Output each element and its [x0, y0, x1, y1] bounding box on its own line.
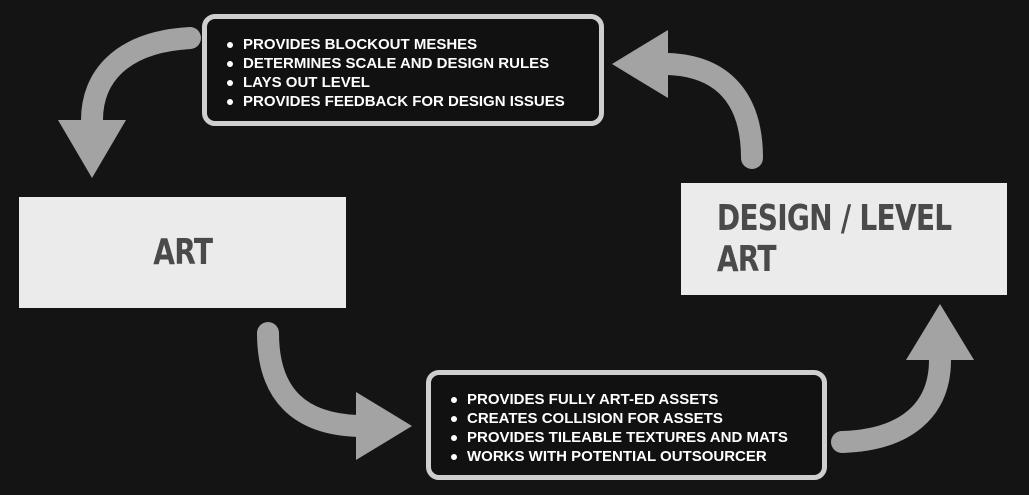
list-item: WORKS WITH POTENTIAL OUTSOURCER [449, 447, 812, 466]
list-item: LAYS OUT LEVEL [225, 73, 589, 92]
art-node-label: ART [153, 232, 213, 273]
list-item: PROVIDES FEEDBACK FOR DESIGN ISSUES [225, 92, 589, 111]
list-item: DETERMINES SCALE AND DESIGN RULES [225, 54, 589, 73]
arrow-to-top-note [612, 30, 763, 169]
arrow-to-bottom-note [257, 322, 412, 460]
list-item: PROVIDES FULLY ART-ED ASSETS [449, 390, 812, 409]
design-to-art-note: PROVIDES BLOCKOUT MESHES DETERMINES SCAL… [202, 14, 604, 126]
list-item: PROVIDES BLOCKOUT MESHES [225, 35, 589, 54]
list-item: PROVIDES TILEABLE TEXTURES AND MATS [449, 428, 812, 447]
design-node-label: DESIGN / LEVEL ART [716, 198, 952, 280]
list-item: CREATES COLLISION FOR ASSETS [449, 409, 812, 428]
arrow-to-bottom-note-shaft [257, 322, 369, 437]
art-to-design-note: PROVIDES FULLY ART-ED ASSETS CREATES COL… [426, 370, 827, 480]
arrow-to-art [58, 27, 201, 178]
arrow-to-design-head [906, 304, 974, 360]
art-to-design-list: PROVIDES FULLY ART-ED ASSETS CREATES COL… [449, 390, 812, 466]
art-node: ART [19, 197, 346, 308]
arrow-to-design-shaft [831, 349, 951, 453]
arrow-to-top-note-head [612, 30, 668, 98]
arrow-to-design [831, 304, 974, 453]
arrow-to-bottom-note-head [356, 392, 412, 460]
arrow-to-art-shaft [81, 27, 201, 131]
arrow-to-art-head [58, 120, 126, 178]
design-to-art-list: PROVIDES BLOCKOUT MESHES DETERMINES SCAL… [225, 35, 589, 111]
arrow-to-top-note-shaft [657, 53, 763, 169]
design-level-art-node: DESIGN / LEVEL ART [681, 183, 1007, 295]
